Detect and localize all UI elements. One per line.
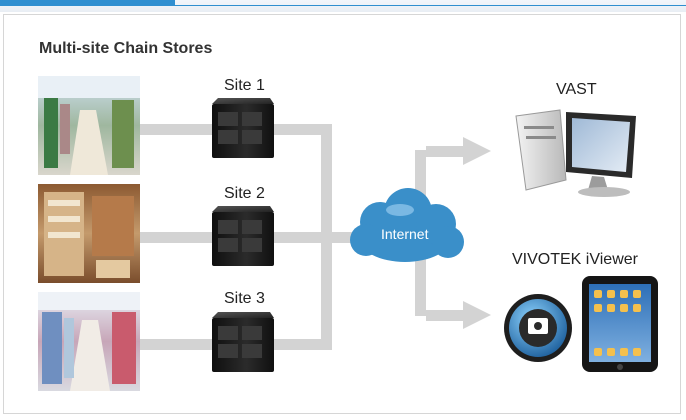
site-label-1: Site 1 [224,77,265,94]
vast-label: VAST [556,81,597,98]
site-label-3: Site 3 [224,290,265,307]
arrow-to-iviewer [463,301,491,329]
iviewer-app-icon [504,294,572,362]
store-photo-3 [38,292,140,391]
nvr-server-3 [212,312,274,372]
nvr-server-1 [212,98,274,158]
tablet-icon [582,276,658,372]
site-label-2: Site 2 [224,185,265,202]
connector-to-vast [426,146,466,157]
connector-site1 [272,124,332,135]
connector-to-iviewer [426,310,466,321]
top-banner-accent [0,0,175,5]
top-banner [0,0,686,12]
connector-store2 [140,232,214,243]
cloud-label: Internet [381,226,429,242]
arrow-to-vast [463,137,491,165]
store-photo-2 [38,184,140,283]
connector-store1 [140,124,214,135]
diagram-heading: Multi-site Chain Stores [39,40,213,57]
top-banner-rule [0,5,686,6]
cloud-icon [350,188,464,262]
nvr-server-2 [212,206,274,266]
desktop-computer-icon [515,109,636,197]
connector-trunk [321,124,332,350]
iviewer-label: VIVOTEK iViewer [512,251,638,268]
store-photo-1 [38,76,140,175]
connector-store3 [140,339,214,350]
connector-site2 [272,232,368,243]
connector-site3 [272,339,332,350]
